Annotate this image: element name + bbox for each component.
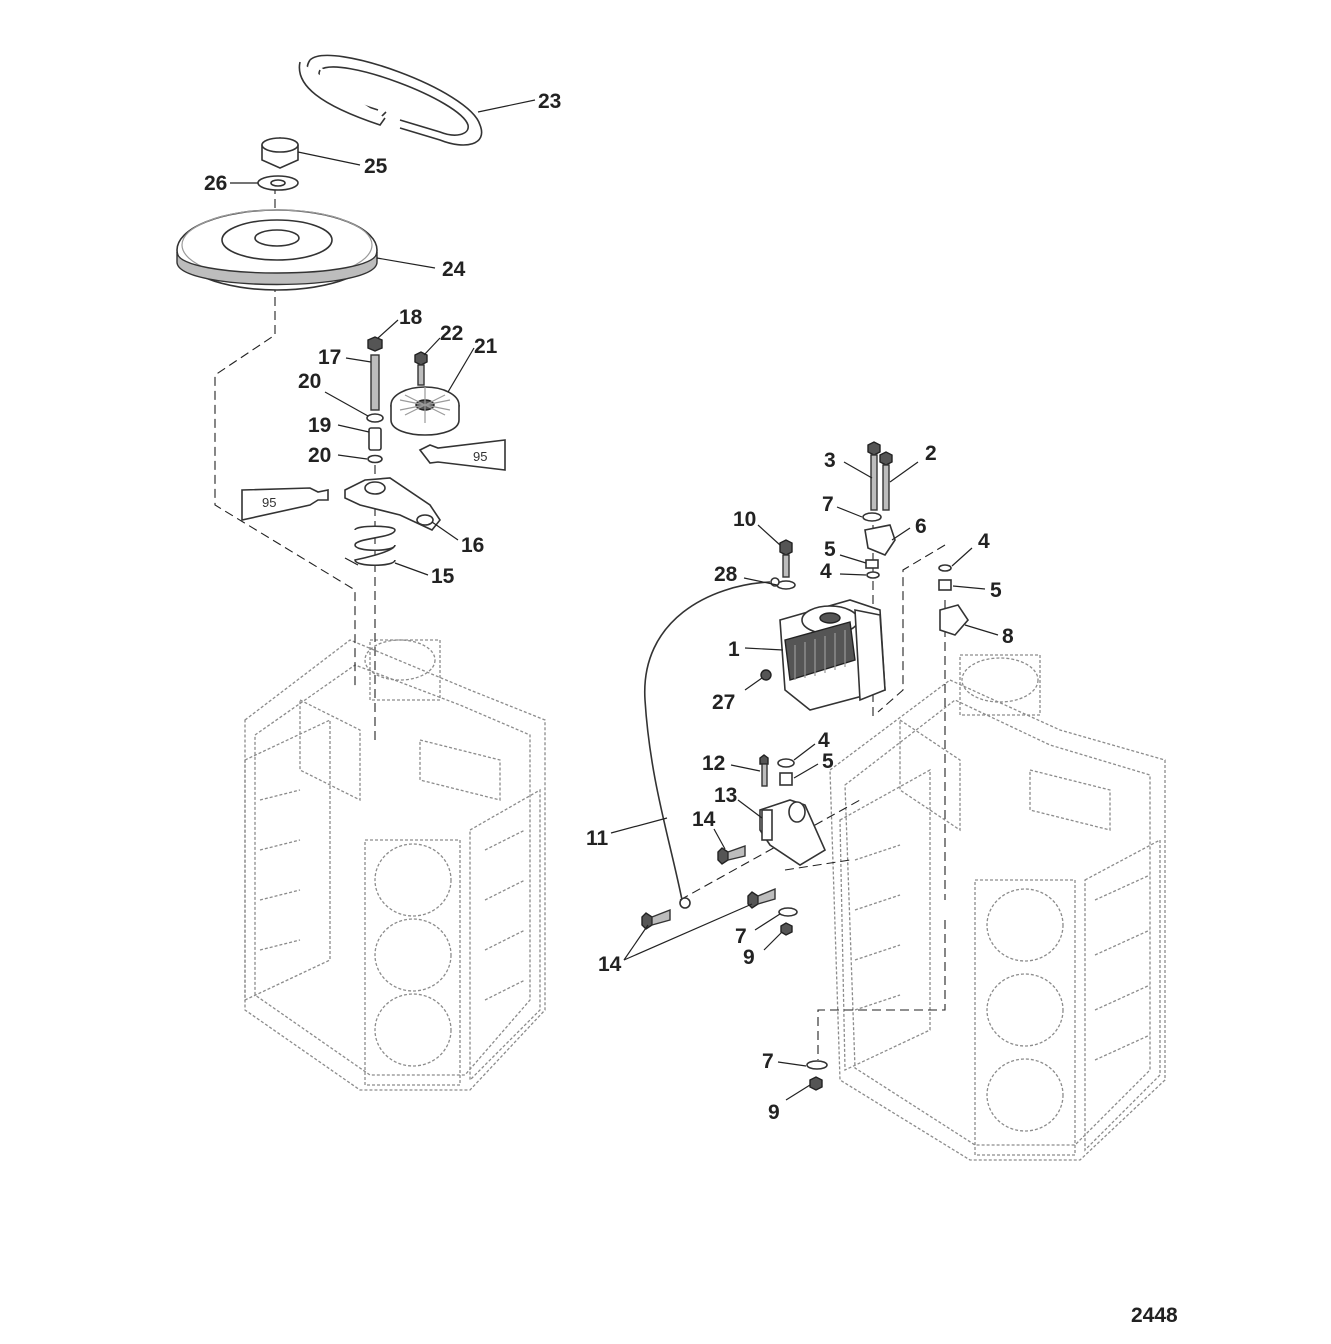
callout-7-top: 7 bbox=[822, 493, 834, 516]
bolt-part-2 bbox=[879, 451, 893, 511]
washer-part-20-upper bbox=[366, 413, 384, 423]
bracket-part-8 bbox=[939, 604, 970, 636]
washer-part-4b bbox=[938, 564, 952, 572]
pulley-part-24 bbox=[176, 209, 378, 291]
sealant-tube-lower: 95 bbox=[241, 487, 329, 521]
washer-part-7-mid bbox=[778, 907, 798, 917]
callout-14-lower: 14 bbox=[598, 953, 622, 976]
callout-5-right: 5 bbox=[990, 579, 1002, 602]
callout-3: 3 bbox=[824, 449, 836, 472]
bushing-part-5b bbox=[938, 579, 952, 591]
sealant-tube-upper-label: 95 bbox=[473, 449, 487, 464]
washer-part-7-top bbox=[862, 512, 882, 522]
callout-26: 26 bbox=[204, 172, 227, 195]
callout-16: 16 bbox=[461, 534, 484, 557]
sealant-tube-lower-label: 95 bbox=[262, 495, 276, 510]
callout-14-upper: 14 bbox=[692, 808, 716, 831]
callout-18: 18 bbox=[399, 306, 423, 329]
bolt-part-14-lower-a bbox=[641, 908, 671, 930]
stud-part-17 bbox=[370, 354, 380, 411]
washer-part-4a bbox=[866, 571, 880, 579]
callout-4-top: 4 bbox=[820, 560, 832, 583]
callout-20-lower: 20 bbox=[308, 444, 331, 467]
callout-2: 2 bbox=[925, 442, 937, 465]
callout-15: 15 bbox=[431, 565, 455, 588]
washer-part-7-low bbox=[806, 1060, 828, 1070]
callout-13: 13 bbox=[714, 784, 737, 807]
callout-7-low: 7 bbox=[762, 1050, 774, 1073]
callout-28: 28 bbox=[714, 563, 738, 586]
callout-1: 1 bbox=[728, 638, 740, 661]
callout-20-upper: 20 bbox=[298, 370, 321, 393]
callout-labels: 23 25 26 24 18 22 21 17 20 19 20 16 15 3… bbox=[204, 90, 1014, 1124]
bracket-part-13 bbox=[759, 799, 827, 866]
callout-11: 11 bbox=[586, 827, 609, 850]
bracket-part-6 bbox=[864, 524, 896, 556]
callout-25: 25 bbox=[364, 155, 388, 178]
callout-7-mid: 7 bbox=[735, 925, 747, 948]
callout-24: 24 bbox=[442, 258, 466, 281]
bushing-part-5a bbox=[865, 559, 879, 569]
callout-27: 27 bbox=[712, 691, 735, 714]
callout-21: 21 bbox=[474, 335, 498, 358]
nut-part-27 bbox=[760, 669, 772, 681]
callout-10: 10 bbox=[733, 508, 756, 531]
stud-part-12 bbox=[759, 754, 769, 787]
washer-part-20-lower bbox=[367, 454, 383, 464]
callout-22: 22 bbox=[440, 322, 463, 345]
nut-part-25 bbox=[261, 137, 299, 169]
washer-part-4c bbox=[777, 758, 795, 768]
callout-leaders bbox=[230, 99, 999, 1101]
callout-9-mid: 9 bbox=[743, 946, 755, 969]
belt-part-23 bbox=[298, 54, 483, 146]
engine-block-left bbox=[244, 639, 546, 1091]
nut-part-18 bbox=[367, 336, 383, 352]
nut-part-9-mid bbox=[780, 922, 793, 936]
figure-number: 2448 bbox=[1131, 1304, 1178, 1327]
callout-4-right: 4 bbox=[978, 530, 990, 553]
bolt-part-14-upper bbox=[717, 845, 746, 865]
callout-9-low: 9 bbox=[768, 1101, 780, 1124]
callout-6: 6 bbox=[915, 515, 927, 538]
callout-4-mid: 4 bbox=[818, 729, 830, 752]
callout-23: 23 bbox=[538, 90, 561, 113]
washer-part-26 bbox=[257, 175, 299, 191]
callout-12: 12 bbox=[702, 752, 725, 775]
alternator-part-1 bbox=[779, 599, 886, 711]
engine-block-right bbox=[829, 654, 1166, 1161]
callout-19: 19 bbox=[308, 414, 331, 437]
spacer-part-19 bbox=[368, 427, 382, 451]
bracket-part-16 bbox=[344, 477, 441, 531]
assembly-guide-lines bbox=[214, 185, 946, 1060]
sealant-tube-upper: 95 bbox=[418, 439, 506, 471]
callout-17: 17 bbox=[318, 346, 341, 369]
nut-part-9-low bbox=[809, 1076, 823, 1091]
spring-part-15 bbox=[344, 525, 396, 567]
callout-5-mid: 5 bbox=[822, 750, 834, 773]
callout-5-top: 5 bbox=[824, 538, 836, 561]
bolt-part-22 bbox=[414, 351, 428, 386]
idler-pulley-part-21 bbox=[390, 386, 460, 436]
bolt-part-10 bbox=[779, 539, 793, 578]
bolt-part-3 bbox=[867, 441, 881, 511]
bolt-part-14-lower-b bbox=[747, 887, 776, 909]
callout-8: 8 bbox=[1002, 625, 1014, 648]
ground-cable-part-11 bbox=[644, 577, 780, 909]
bushing-part-5c bbox=[779, 772, 793, 786]
